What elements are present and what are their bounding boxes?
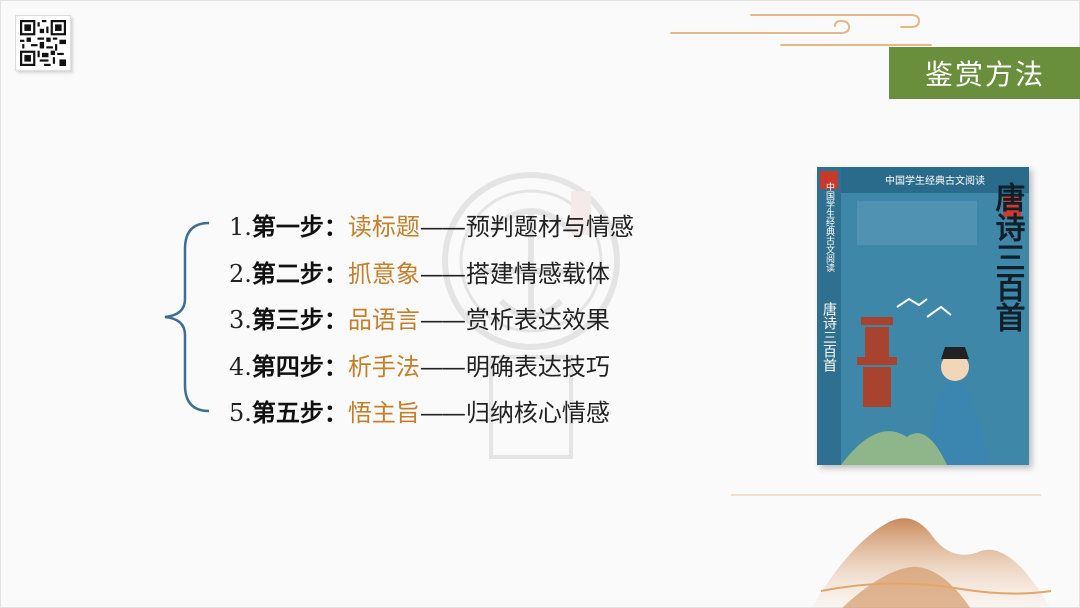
book-spine-series: 中国学生经典古文阅读 <box>824 181 835 273</box>
step-4: 4. 第四步： 析手法 —— 明确表达技巧 <box>229 347 749 394</box>
step-number: 5. <box>229 399 252 427</box>
step-description: 预判题材与情感 <box>465 213 634 241</box>
step-dash: —— <box>419 306 466 334</box>
step-number: 3. <box>229 306 252 334</box>
step-dash: —— <box>419 352 466 381</box>
step-keyword: 析手法 <box>347 352 420 381</box>
step-keyword: 悟主旨 <box>347 399 420 427</box>
section-title-tag: 鉴赏方法 <box>889 47 1080 99</box>
steps-list: 1. 第一步： 读标题 —— 预判题材与情感 2. 第二步： 抓意象 —— 搭建… <box>229 207 749 440</box>
step-number: 1. <box>229 213 252 241</box>
step-dash: —— <box>419 399 466 427</box>
section-title: 鉴赏方法 <box>924 58 1045 91</box>
step-keyword: 品语言 <box>347 306 420 334</box>
step-keyword: 读标题 <box>347 213 420 241</box>
mountain-decoration <box>731 494 1052 608</box>
cloud-line-decoration <box>670 14 932 46</box>
step-5: 5. 第五步： 悟主旨 —— 归纳核心情感 <box>229 393 749 440</box>
step-description: 归纳核心情感 <box>465 399 610 427</box>
curly-brace-icon <box>164 221 210 413</box>
step-label: 第一步： <box>251 212 348 241</box>
step-label: 第四步： <box>251 351 348 381</box>
step-description: 赏析表达效果 <box>465 306 610 334</box>
step-1: 1. 第一步： 读标题 —— 预判题材与情感 <box>229 207 749 254</box>
seal-watermark-icon <box>442 172 620 459</box>
book-series: 中国学生经典古文阅读 <box>885 174 985 187</box>
step-dash: —— <box>419 213 466 241</box>
step-keyword: 抓意象 <box>347 259 420 288</box>
step-2: 2. 第二步： 抓意象 —— 搭建情感载体 <box>229 254 749 301</box>
book-cover-image: 中国学生经典古文阅读 唐诗三百首 中国学生经典古文阅读 唐诗三百首 <box>817 167 1029 465</box>
book-spine-title: 唐诗三百首 <box>821 301 837 372</box>
step-label: 第二步： <box>251 258 348 288</box>
qr-code-icon <box>15 15 71 71</box>
step-label: 第五步： <box>251 398 348 427</box>
step-number: 4. <box>229 352 252 381</box>
step-label: 第三步： <box>251 305 348 334</box>
step-dash: —— <box>419 259 466 288</box>
step-3: 3. 第三步： 品语言 —— 赏析表达效果 <box>229 300 749 347</box>
step-description: 搭建情感载体 <box>465 259 610 288</box>
book-title: 唐诗三百首 <box>990 181 1026 332</box>
step-description: 明确表达技巧 <box>465 352 610 381</box>
step-number: 2. <box>229 259 252 288</box>
